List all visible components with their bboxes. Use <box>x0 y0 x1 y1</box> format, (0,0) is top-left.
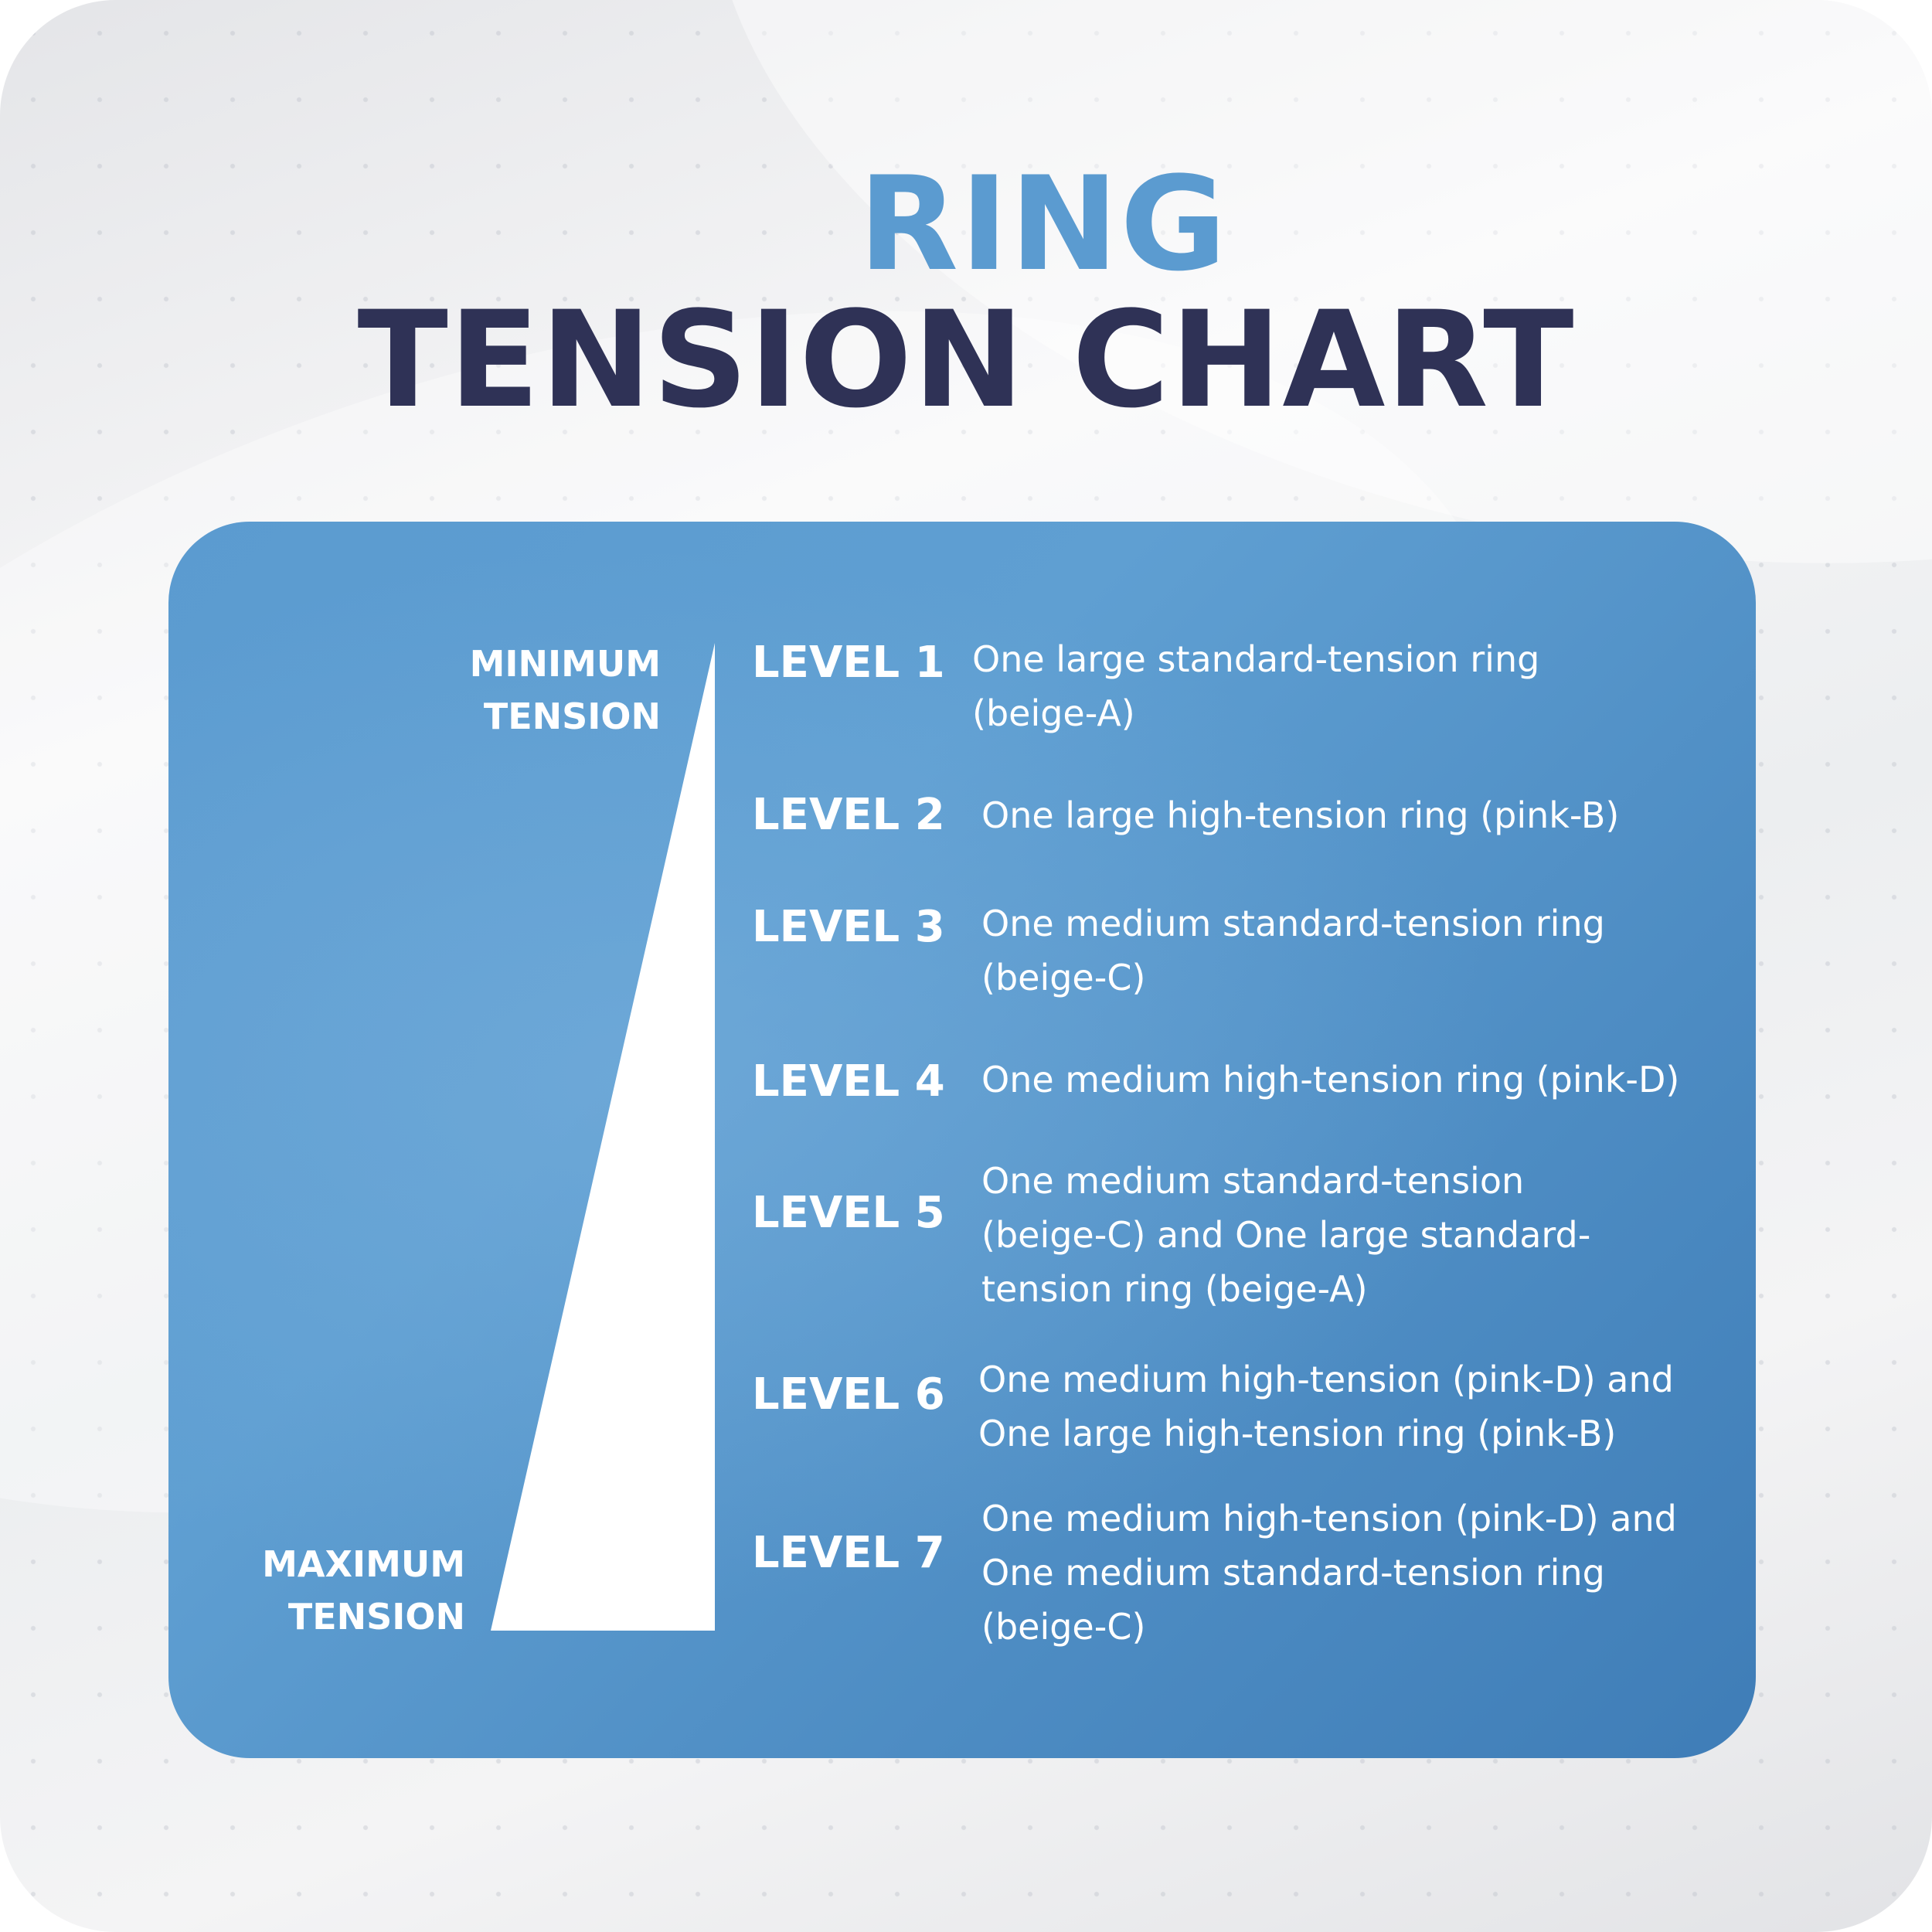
level-6-description: One medium high-tension (pink-D) and One… <box>978 1352 1751 1461</box>
tension-wedge <box>491 643 715 1631</box>
level-description-line: (beige-C) and One large standard- <box>981 1214 1591 1256</box>
level-description-line: (beige-C) <box>981 1606 1146 1648</box>
minimum-tension-label-line: MINIMUM <box>469 643 661 685</box>
level-7-label: LEVEL 7 <box>752 1528 945 1578</box>
level-description-line: One large standard-tension ring <box>972 638 1540 680</box>
level-description-line: One medium high-tension (pink-D) and <box>981 1498 1677 1539</box>
level-1-description: One large standard-tension ring (beige-A… <box>972 632 1745 740</box>
level-5-label: LEVEL 5 <box>752 1188 945 1238</box>
level-description-line: One medium high-tension ring (pink-D) <box>981 1059 1680 1100</box>
level-4-label: LEVEL 4 <box>752 1056 945 1107</box>
level-description-line: (beige-A) <box>972 692 1135 734</box>
level-description-line: (beige-C) <box>981 957 1146 998</box>
level-4-description: One medium high-tension ring (pink-D) <box>981 1053 1754 1107</box>
level-6-label: LEVEL 6 <box>752 1369 945 1420</box>
level-2-description: One large high-tension ring (pink-B) <box>981 788 1754 842</box>
level-description-line: One medium standard-tension <box>981 1160 1525 1202</box>
level-7-description: One medium high-tension (pink-D) and One… <box>981 1492 1754 1654</box>
level-description-line: One large high-tension ring (pink-B) <box>981 794 1620 836</box>
level-5-description: One medium standard-tension (beige-C) an… <box>981 1154 1754 1316</box>
minimum-tension-label: MINIMUM TENSION <box>470 638 661 743</box>
level-1-label: LEVEL 1 <box>752 638 945 688</box>
maximum-tension-label-line: MAXIMUM <box>262 1543 465 1585</box>
level-3-description: One medium standard-tension ring (beige-… <box>981 896 1754 1005</box>
maximum-tension-label: MAXIMUM TENSION <box>262 1538 465 1643</box>
minimum-tension-label-line: TENSION <box>483 696 661 737</box>
tension-wedge-shape <box>491 643 715 1631</box>
level-3-label: LEVEL 3 <box>752 902 945 952</box>
level-description-line: One medium standard-tension ring <box>981 1552 1605 1594</box>
maximum-tension-label-line: TENSION <box>287 1596 465 1638</box>
title-tension-chart: TENSION CHART <box>357 282 1575 437</box>
level-2-label: LEVEL 2 <box>752 790 945 840</box>
level-description-line: One medium standard-tension ring <box>981 903 1605 944</box>
level-description-line: One medium high-tension (pink-D) and <box>978 1359 1674 1400</box>
level-description-line: tension ring (beige-A) <box>981 1268 1368 1310</box>
level-description-line: One large high-tension ring (pink-B) <box>978 1413 1617 1454</box>
title-ring: RING <box>858 148 1229 300</box>
levels-panel: MINIMUM TENSION MAXIMUM TENSION LEVEL 1 … <box>168 522 1756 1758</box>
